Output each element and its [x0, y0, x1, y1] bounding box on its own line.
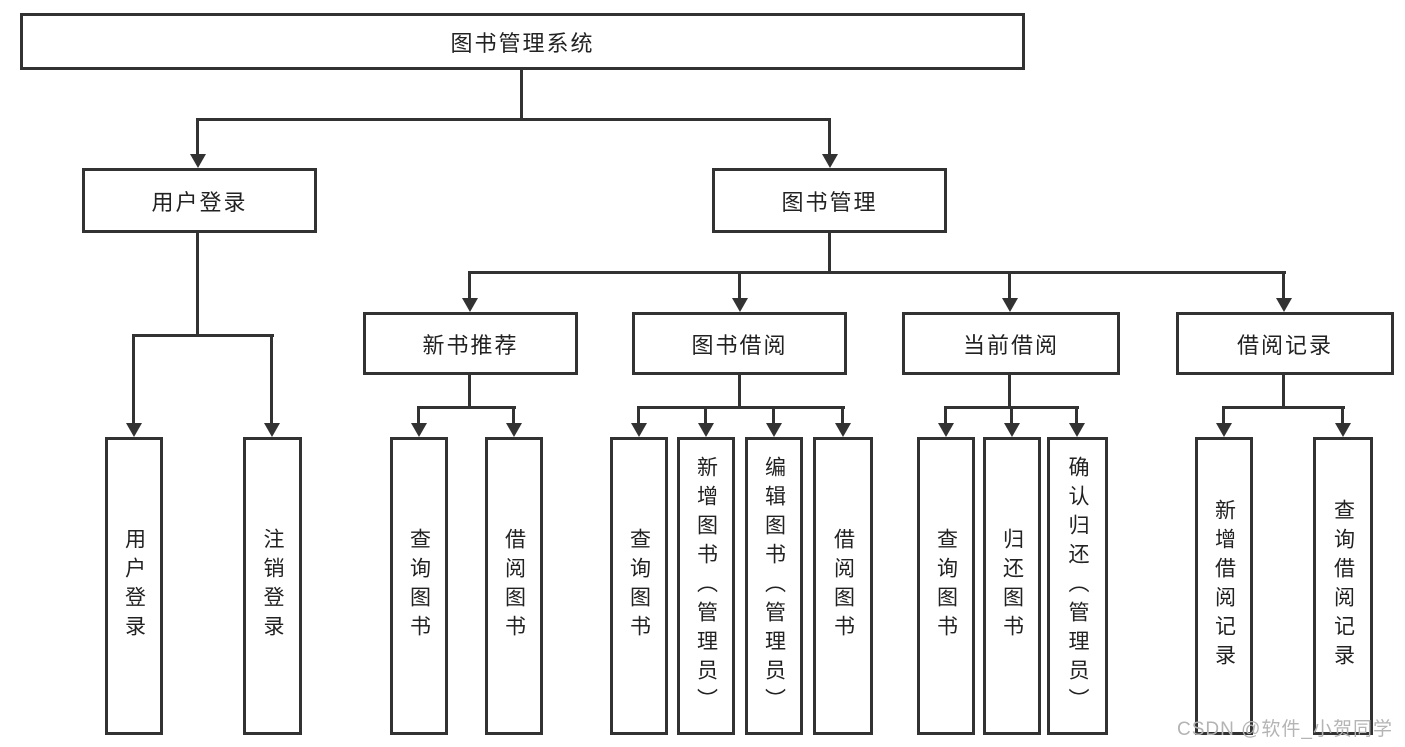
leaf-user-login: 用户登录: [105, 437, 163, 735]
leaf-logout: 注销登录: [243, 437, 302, 735]
leaf-recommend-query-books-label: 查询图书: [407, 528, 431, 644]
leaf-add-borrow-record-label: 新增借阅记录: [1212, 499, 1236, 673]
leaf-borrow-books: 借阅图书: [813, 437, 873, 735]
connector-line: [772, 406, 775, 425]
leaf-current-query-books: 查询图书: [917, 437, 975, 735]
connector-line: [738, 271, 741, 300]
leaf-add-books-admin: 新增图书（管理员）: [677, 437, 735, 735]
arrowhead-icon: [766, 423, 782, 437]
arrowhead-icon: [822, 154, 838, 168]
leaf-edit-books-admin-label: 编辑图书（管理员）: [762, 455, 786, 717]
leaf-recommend-borrow-books: 借阅图书: [485, 437, 543, 735]
node-root: 图书管理系统: [20, 13, 1025, 70]
connector-line: [520, 70, 523, 121]
node-book-management: 图书管理: [712, 168, 947, 233]
leaf-return-books-label: 归还图书: [1000, 528, 1024, 644]
leaf-user-login-label: 用户登录: [122, 528, 146, 644]
node-new-book-recommend-label: 新书推荐: [422, 332, 519, 358]
connector-line: [468, 271, 1286, 274]
connector-line: [197, 118, 831, 121]
arrowhead-icon: [1216, 423, 1232, 437]
connector-line: [1008, 271, 1011, 300]
connector-line: [637, 406, 640, 425]
leaf-borrow-query-books-label: 查询图书: [627, 528, 651, 644]
connector-line: [1010, 406, 1013, 425]
csdn-watermark: CSDN @软件_小贺同学: [1177, 719, 1393, 740]
connector-line: [1075, 406, 1078, 425]
connector-line: [841, 406, 844, 425]
connector-line: [1282, 375, 1285, 408]
arrowhead-icon: [938, 423, 954, 437]
connector-line: [637, 406, 845, 409]
connector-line: [417, 406, 420, 425]
leaf-logout-label: 注销登录: [261, 528, 284, 644]
connector-line: [417, 406, 516, 409]
leaf-current-query-books-label: 查询图书: [934, 528, 958, 644]
connector-line: [468, 271, 471, 300]
leaf-confirm-return-admin-label: 确认归还（管理员）: [1066, 455, 1089, 717]
connector-line: [1008, 375, 1011, 408]
node-borrow-records-label: 借阅记录: [1236, 332, 1333, 358]
arrowhead-icon: [190, 154, 206, 168]
connector-line: [133, 334, 274, 337]
connector-line: [1222, 406, 1225, 425]
arrowhead-icon: [1276, 298, 1292, 312]
connector-line: [132, 334, 135, 425]
arrowhead-icon: [1069, 423, 1085, 437]
leaf-recommend-query-books: 查询图书: [390, 437, 448, 735]
connector-line: [828, 233, 831, 273]
connector-line: [196, 233, 199, 336]
node-current-borrow-label: 当前借阅: [962, 332, 1059, 358]
arrowhead-icon: [411, 423, 427, 437]
node-book-management-label: 图书管理: [781, 189, 878, 215]
leaf-query-borrow-record-label: 查询借阅记录: [1331, 499, 1355, 673]
connector-line: [738, 375, 741, 408]
arrowhead-icon: [462, 298, 478, 312]
node-borrow-records: 借阅记录: [1176, 312, 1394, 375]
connector-line: [828, 118, 831, 156]
connector-line: [512, 406, 515, 425]
arrowhead-icon: [1335, 423, 1351, 437]
node-root-label: 图书管理系统: [450, 30, 595, 56]
node-current-borrow: 当前借阅: [902, 312, 1120, 375]
leaf-query-borrow-record: 查询借阅记录: [1313, 437, 1373, 735]
leaf-borrow-books-label: 借阅图书: [831, 528, 855, 644]
arrowhead-icon: [264, 423, 280, 437]
leaf-borrow-query-books: 查询图书: [610, 437, 668, 735]
arrowhead-icon: [631, 423, 647, 437]
leaf-add-books-admin-label: 新增图书（管理员）: [694, 455, 718, 717]
arrowhead-icon: [1002, 298, 1018, 312]
node-book-borrow: 图书借阅: [632, 312, 847, 375]
arrowhead-icon: [506, 423, 522, 437]
leaf-add-borrow-record: 新增借阅记录: [1195, 437, 1253, 735]
node-user-login-label: 用户登录: [151, 189, 248, 215]
connector-line: [704, 406, 707, 425]
node-new-book-recommend: 新书推荐: [363, 312, 578, 375]
arrowhead-icon: [126, 423, 142, 437]
connector-line: [1222, 406, 1345, 409]
arrowhead-icon: [1004, 423, 1020, 437]
leaf-return-books: 归还图书: [983, 437, 1041, 735]
arrowhead-icon: [732, 298, 748, 312]
connector-line: [944, 406, 947, 425]
connector-line: [270, 334, 273, 425]
node-book-borrow-label: 图书借阅: [691, 332, 788, 358]
connector-line: [196, 118, 199, 156]
leaf-edit-books-admin: 编辑图书（管理员）: [745, 437, 803, 735]
node-user-login: 用户登录: [82, 168, 317, 233]
connector-line: [1341, 406, 1344, 425]
arrowhead-icon: [835, 423, 851, 437]
connector-line: [468, 375, 471, 408]
leaf-recommend-borrow-books-label: 借阅图书: [502, 528, 526, 644]
arrowhead-icon: [698, 423, 714, 437]
connector-line: [1282, 271, 1285, 300]
leaf-confirm-return-admin: 确认归还（管理员）: [1047, 437, 1108, 735]
